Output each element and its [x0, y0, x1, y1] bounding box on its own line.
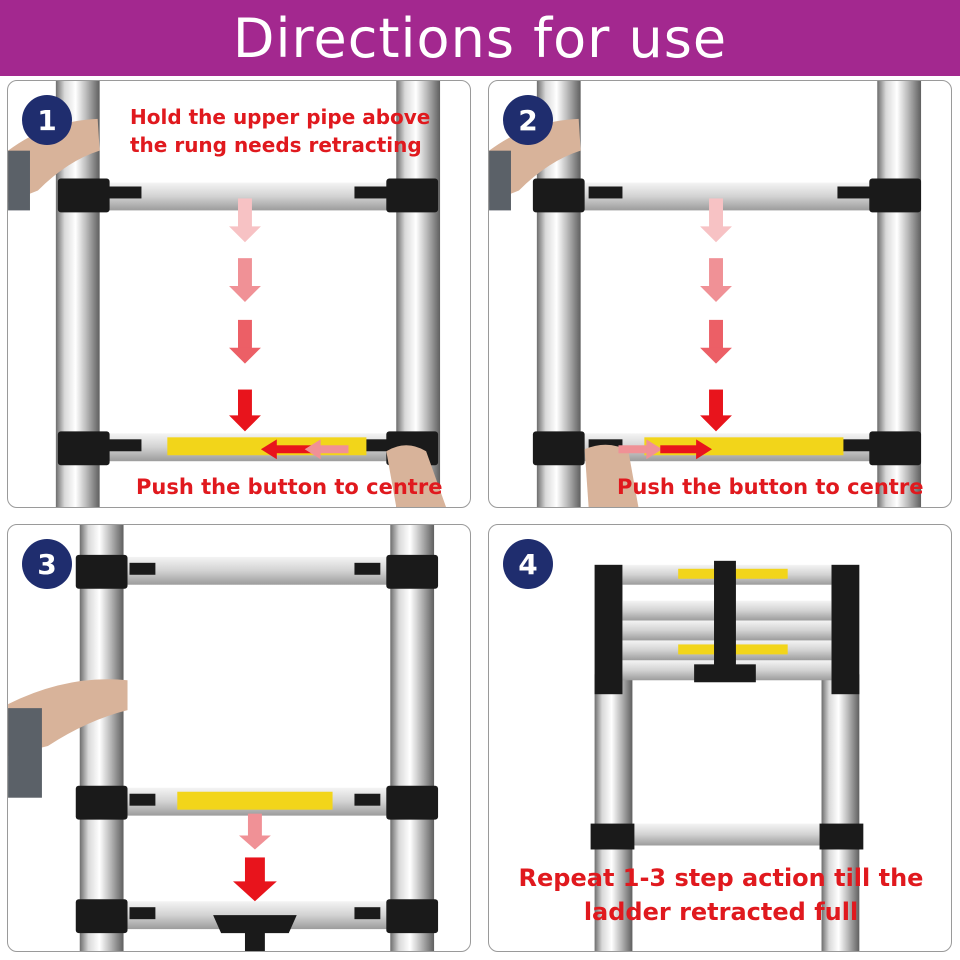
step-panel-1: 1 Hold the upper pipe above the rung nee…: [7, 80, 471, 508]
step-number-badge: 2: [503, 95, 553, 145]
step-instruction: Push the button to centre: [136, 475, 443, 499]
ladder-illustration: [8, 525, 439, 951]
ladder-illustration: [489, 81, 922, 507]
step-instruction: Push the button to centre: [617, 475, 924, 499]
step-number-badge: 3: [22, 539, 72, 589]
ladder-illustration: [8, 81, 447, 507]
step-number-badge: 4: [503, 539, 553, 589]
ladder-illustration: [590, 560, 864, 951]
step-number-badge: 1: [22, 95, 72, 145]
step-panel-2: 2 Push the button to centre: [488, 80, 952, 508]
step-instruction: Hold the upper pipe above the rung needs…: [130, 105, 431, 157]
step-panel-3: 3: [7, 524, 471, 952]
page-title: Directions for use: [0, 0, 960, 76]
step-instruction: Repeat 1-3 step action till the ladder r…: [518, 864, 924, 926]
step-panel-4: 4 Repeat 1-3 step action till the ladder…: [488, 524, 952, 952]
